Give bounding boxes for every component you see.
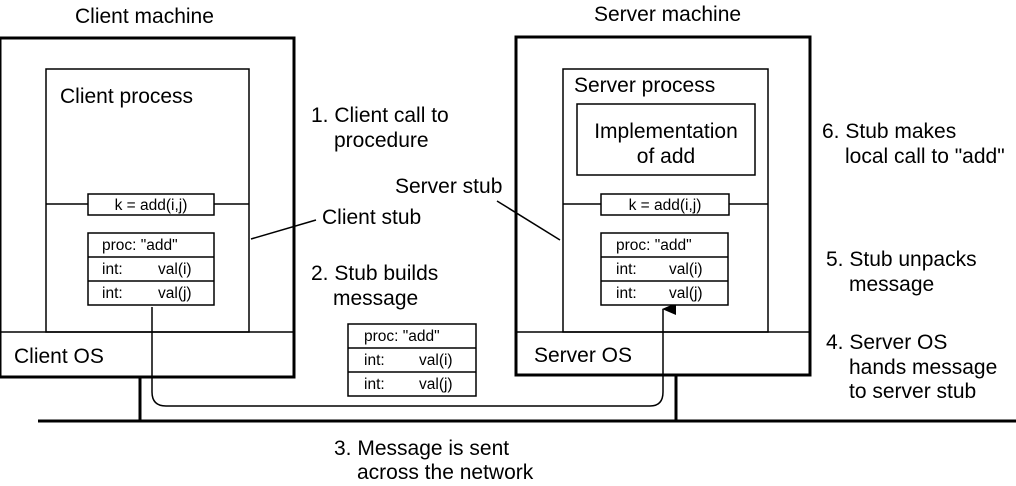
step-2-line1: 2. Stub builds: [311, 262, 438, 285]
client-stub-label: Client stub: [322, 206, 421, 229]
network-msg-val-j: val(j): [419, 376, 453, 393]
network-msg-proc: proc: "add": [364, 328, 440, 345]
client-machine-title: Client machine: [75, 5, 214, 28]
server-call-box: [600, 193, 730, 216]
client-machine: Client machine Client OS Client process …: [0, 5, 296, 379]
implementation-line1: Implementation: [594, 120, 738, 143]
step-4-line3: to server stub: [849, 380, 976, 403]
server-machine: Server machine Server OS Server process …: [514, 3, 812, 377]
message-path-arrow: [151, 303, 676, 407]
server-process-box: [562, 68, 769, 333]
client-process-box: [45, 68, 250, 333]
network-message-table: proc: "add" int: val(i) int: val(j): [347, 323, 477, 397]
server-call-text: k = add(i,j): [629, 197, 702, 214]
server-stub-label: Server stub: [395, 175, 502, 198]
server-process-label: Server process: [574, 74, 715, 97]
implementation-line2: of add: [637, 145, 695, 168]
step-1-line2: procedure: [334, 129, 429, 152]
network-msg-val-i: val(i): [419, 352, 453, 369]
server-msg-val-j: val(j): [669, 285, 703, 302]
client-msg-proc: proc: "add": [102, 237, 178, 254]
step-5-line2: message: [849, 273, 934, 296]
implementation-box: [576, 103, 756, 176]
step-6-line2: local call to "add": [845, 145, 1005, 168]
network-msg-type-i: int:: [364, 352, 385, 369]
client-msg-val-i: val(i): [158, 261, 192, 278]
step-2: 2. Stub builds message: [311, 262, 438, 310]
step-5-line1: 5. Stub unpacks: [826, 248, 977, 271]
step-6-line1: 6. Stub makes: [822, 120, 956, 143]
step-4: 4. Server OS hands message to server stu…: [826, 331, 997, 403]
server-msg-val-i: val(i): [669, 261, 703, 278]
client-msg-type-j: int:: [102, 285, 123, 302]
client-process-label: Client process: [60, 85, 193, 108]
step-2-line2: message: [333, 287, 418, 310]
server-msg-type-i: int:: [616, 261, 637, 278]
server-msg-proc: proc: "add": [616, 237, 692, 254]
client-stub-leader: [250, 219, 317, 240]
step-1-line1: 1. Client call to: [311, 104, 449, 127]
step-6: 6. Stub makes local call to "add": [822, 120, 1005, 168]
step-4-line2: hands message: [849, 356, 997, 379]
server-os-label: Server OS: [534, 344, 632, 367]
network-msg-type-j: int:: [364, 376, 385, 393]
server-message-table: proc: "add" int: val(i) int: val(j): [600, 232, 729, 306]
client-call-box: [87, 193, 215, 216]
client-os-label: Client OS: [14, 345, 104, 368]
client-message-table: proc: "add" int: val(i) int: val(j): [87, 232, 215, 306]
client-msg-val-j: val(j): [158, 285, 192, 302]
step-5: 5. Stub unpacks message: [826, 248, 977, 296]
server-machine-title: Server machine: [594, 3, 741, 26]
step-3-line1: 3. Message is sent: [334, 437, 509, 460]
client-call-text: k = add(i,j): [115, 197, 188, 214]
step-3-line2: across the network: [357, 461, 534, 484]
client-msg-type-i: int:: [102, 261, 123, 278]
step-1: 1. Client call to procedure: [311, 104, 449, 152]
server-stub-leader: [496, 200, 561, 241]
step-4-line1: 4. Server OS: [826, 331, 947, 354]
server-msg-type-j: int:: [616, 285, 637, 302]
step-3: 3. Message is sent across the network: [334, 437, 534, 484]
